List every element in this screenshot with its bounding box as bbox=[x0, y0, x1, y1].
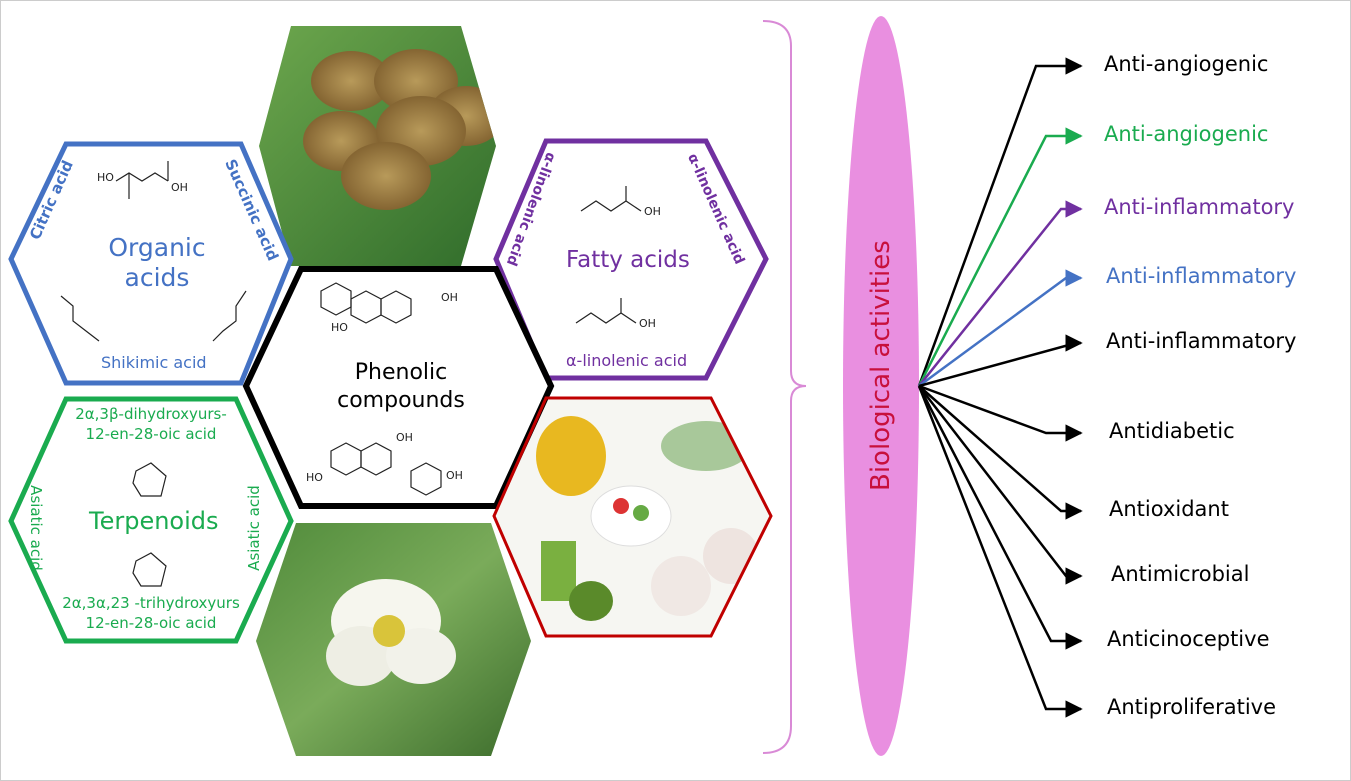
activity-arrow bbox=[917, 385, 1083, 718]
activity-label: Anti-inflammatory bbox=[1106, 329, 1297, 353]
asiatic-acid-left: Asiatic acid bbox=[26, 485, 45, 571]
activity-arrow bbox=[918, 200, 1083, 387]
terpenoids-bottom-label: 2α,3α,23 -trihydroxyurs 12-en-28-oic acid bbox=[46, 593, 256, 633]
svg-text:OH: OH bbox=[441, 291, 458, 304]
biological-activities-title: Biological activities bbox=[866, 240, 896, 491]
activity-label: Anti-angiogenic bbox=[1104, 52, 1269, 76]
organic-acids-hex bbox=[8, 141, 294, 386]
fatty-bottom-label: α-linolenic acid bbox=[566, 351, 688, 370]
activity-arrow bbox=[918, 384, 1083, 442]
activity-label: Anti-inflammatory bbox=[1106, 264, 1297, 288]
kiwi-food-products-photo bbox=[494, 398, 771, 636]
activity-arrows bbox=[917, 57, 1083, 718]
chem-labels: HO OH OH OH OH HO OH HO OH bbox=[97, 171, 661, 484]
fatty-acids-hex bbox=[493, 138, 769, 381]
activity-arrow bbox=[918, 334, 1083, 388]
kiwi-fruit-photo bbox=[259, 26, 496, 266]
activity-label: Antioxidant bbox=[1109, 497, 1229, 521]
organic-title-1: Organic bbox=[108, 233, 206, 262]
biological-activities-ellipse bbox=[843, 16, 919, 756]
activity-arrow bbox=[918, 385, 1083, 585]
terpenoids-title: Terpenoids bbox=[89, 507, 219, 535]
activity-arrow bbox=[917, 127, 1083, 387]
terp-bottom-1: 2α,3α,23 -trihydroxyurs bbox=[62, 594, 240, 612]
phenolic-hex bbox=[242, 266, 555, 509]
terpenoids-hex bbox=[8, 396, 294, 644]
terp-top-1: 2α,3β-dihydroxyurs- bbox=[75, 405, 227, 423]
svg-text:HO: HO bbox=[97, 171, 114, 184]
terpenoids-top-label: 2α,3β-dihydroxyurs- 12-en-28-oic acid bbox=[61, 404, 241, 444]
svg-text:HO: HO bbox=[306, 471, 323, 484]
activity-label: Anti-inflammatory bbox=[1104, 195, 1295, 219]
organic-title-2: acids bbox=[124, 263, 190, 292]
activity-label: Antimicrobial bbox=[1111, 562, 1250, 586]
chemical-structures bbox=[60, 161, 642, 587]
svg-text:HO: HO bbox=[331, 321, 348, 334]
activity-arrow bbox=[917, 385, 1083, 650]
terp-bottom-2: 12-en-28-oic acid bbox=[85, 614, 217, 632]
phenolic-title-1: Phenolic bbox=[354, 360, 448, 385]
svg-text:OH: OH bbox=[396, 431, 413, 444]
phenolic-title-2: compounds bbox=[337, 388, 465, 413]
svg-text:OH: OH bbox=[644, 205, 661, 218]
svg-text:OH: OH bbox=[446, 469, 463, 482]
activity-label: Antiproliferative bbox=[1107, 695, 1276, 719]
activity-arrow bbox=[918, 269, 1083, 388]
svg-text:OH: OH bbox=[639, 317, 656, 330]
shikimic-acid-label: Shikimic acid bbox=[101, 353, 207, 372]
food-hex-border bbox=[492, 396, 773, 638]
grouping-bracket bbox=[762, 20, 807, 754]
activity-label: Antidiabetic bbox=[1109, 419, 1235, 443]
fatty-acids-title: Fatty acids bbox=[566, 247, 690, 273]
svg-text:OH: OH bbox=[171, 181, 188, 194]
activity-arrow bbox=[917, 57, 1083, 387]
asiatic-acid-right: Asiatic acid bbox=[244, 485, 263, 571]
activity-arrow bbox=[918, 385, 1083, 520]
terp-top-2: 12-en-28-oic acid bbox=[85, 425, 217, 443]
activity-label: Anticinoceptive bbox=[1107, 627, 1270, 651]
activity-label: Anti-angiogenic bbox=[1104, 122, 1269, 146]
kiwi-flower-photo bbox=[256, 523, 531, 756]
phenolic-title: Phenolic compounds bbox=[336, 359, 466, 415]
